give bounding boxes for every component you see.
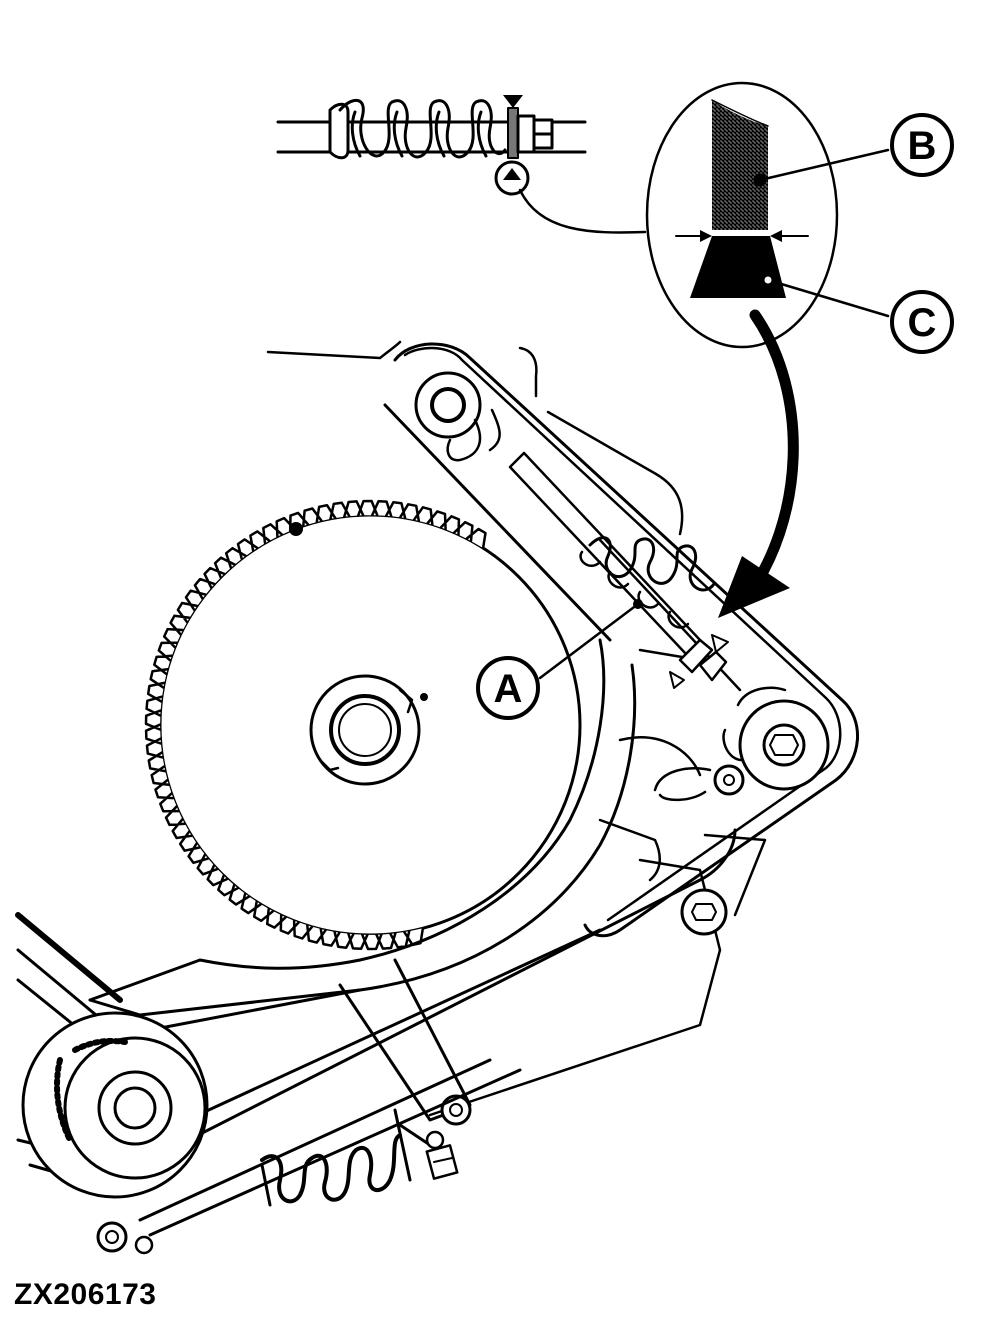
- lower-idler: [653, 686, 830, 802]
- callout-c: C: [890, 290, 954, 354]
- tension-spring: [579, 536, 742, 692]
- wear-indicator-gauge: [712, 100, 768, 230]
- callout-b-label: B: [908, 124, 937, 168]
- callout-a: A: [476, 656, 540, 720]
- detail-spring: [276, 95, 647, 234]
- gear-hub: [309, 674, 428, 786]
- tensioner-arm: [383, 342, 860, 938]
- pivot-pin: [134, 1235, 154, 1255]
- return-spring: [260, 1108, 459, 1207]
- lower-sprocket: [21, 1011, 209, 1199]
- callout-a-label: A: [494, 667, 523, 711]
- chain-outer: [148, 663, 637, 1032]
- magnified-inset: [645, 81, 839, 349]
- gear-housing: [266, 340, 767, 1117]
- upper-idler: [414, 371, 501, 462]
- callout-b: B: [890, 113, 954, 177]
- callout-c-label: C: [908, 301, 937, 345]
- figure-id: ZX206173: [14, 1278, 157, 1311]
- chain-inner: [88, 638, 606, 1002]
